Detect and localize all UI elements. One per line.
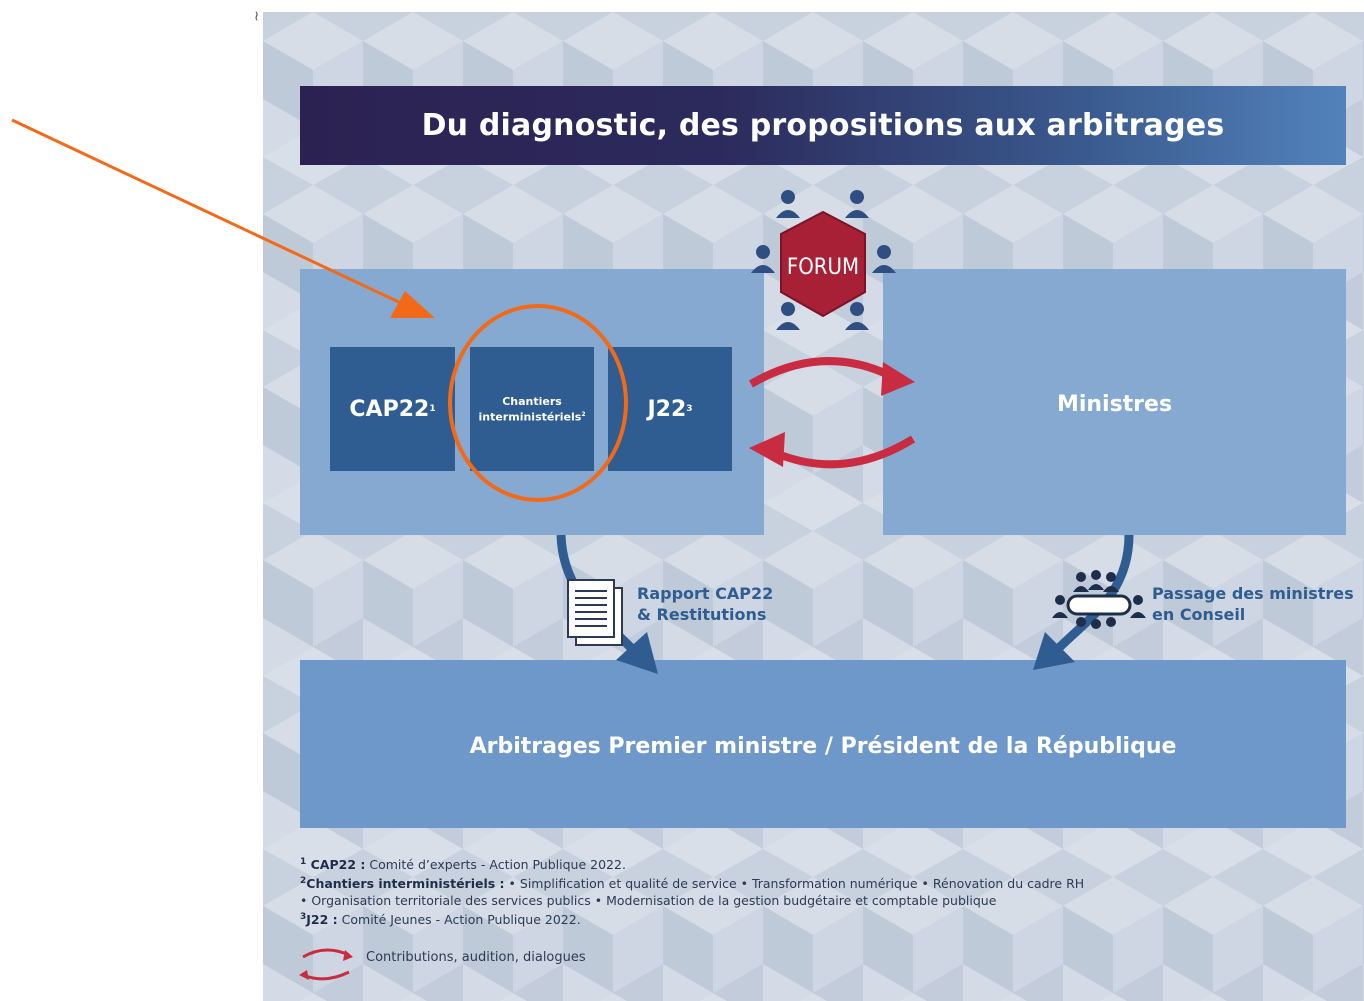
passage-line2: en Conseil xyxy=(1152,605,1246,624)
annotation-arrowhead xyxy=(390,291,435,318)
footnote-2-line2: • Organisation territoriale des services… xyxy=(300,893,997,909)
chantiers-label-line2: interministériels2 xyxy=(478,410,586,424)
meeting-icon xyxy=(1052,570,1146,629)
legend-label: Contributions, audition, dialogues xyxy=(366,950,586,965)
exchange-arrowhead-left xyxy=(749,432,785,467)
cap22-footnote-ref: 1 xyxy=(429,404,436,414)
exchange-arrow-left xyxy=(771,435,916,469)
annotation-arrow-line xyxy=(11,118,406,307)
footnote-2: 2Chantiers interministériels : • Simplif… xyxy=(300,876,1085,892)
footnote-3: 3J22 : Comité Jeunes - Action Publique 2… xyxy=(300,912,581,928)
annotation-circle xyxy=(448,304,628,502)
arbitrages-label: Arbitrages Premier ministre / Président … xyxy=(469,733,1177,759)
rapport-line1: Rapport CAP22 xyxy=(637,584,774,603)
footnote-1: 1 CAP22 : Comité d’experts - Action Publ… xyxy=(300,857,626,873)
diagram-title: Du diagnostic, des propositions aux arbi… xyxy=(300,86,1346,165)
ministres-panel xyxy=(883,269,1346,535)
passage-label: Passage des ministres en Conseil xyxy=(1152,583,1354,625)
arbitrages-bar xyxy=(300,660,1346,828)
document-icon xyxy=(567,579,623,646)
flow-arrows: FORUM xyxy=(299,190,1146,981)
right-down-arrowhead xyxy=(1033,632,1075,670)
rapport-label: Rapport CAP22 & Restitutions xyxy=(637,583,773,625)
chantiers-box: Chantiers interministériels2 xyxy=(470,347,594,471)
j22-footnote-ref: 3 xyxy=(686,404,693,414)
cap22-label: CAP22 xyxy=(349,396,430,422)
rapport-line2: & Restitutions xyxy=(637,605,767,624)
legend-exchange-icon xyxy=(299,948,353,981)
passage-line1: Passage des ministres xyxy=(1152,584,1354,603)
forum-hexagon xyxy=(780,210,866,318)
ministres-label: Ministres xyxy=(1056,391,1173,417)
exchange-arrowhead-right xyxy=(881,362,915,396)
left-down-arrowhead xyxy=(616,632,658,674)
forum-people-icons xyxy=(751,190,896,330)
footnotes: 1 CAP22 : Comité d’experts - Action Publ… xyxy=(300,854,1084,928)
diagram-slide: Du diagnostic, des propositions aux arbi… xyxy=(263,12,1364,1001)
forum-label: FORUM xyxy=(787,255,859,280)
chantiers-label-line1: Chantiers xyxy=(502,394,562,408)
exchange-arrow-right xyxy=(748,357,895,388)
j22-label: J22 xyxy=(647,396,687,422)
